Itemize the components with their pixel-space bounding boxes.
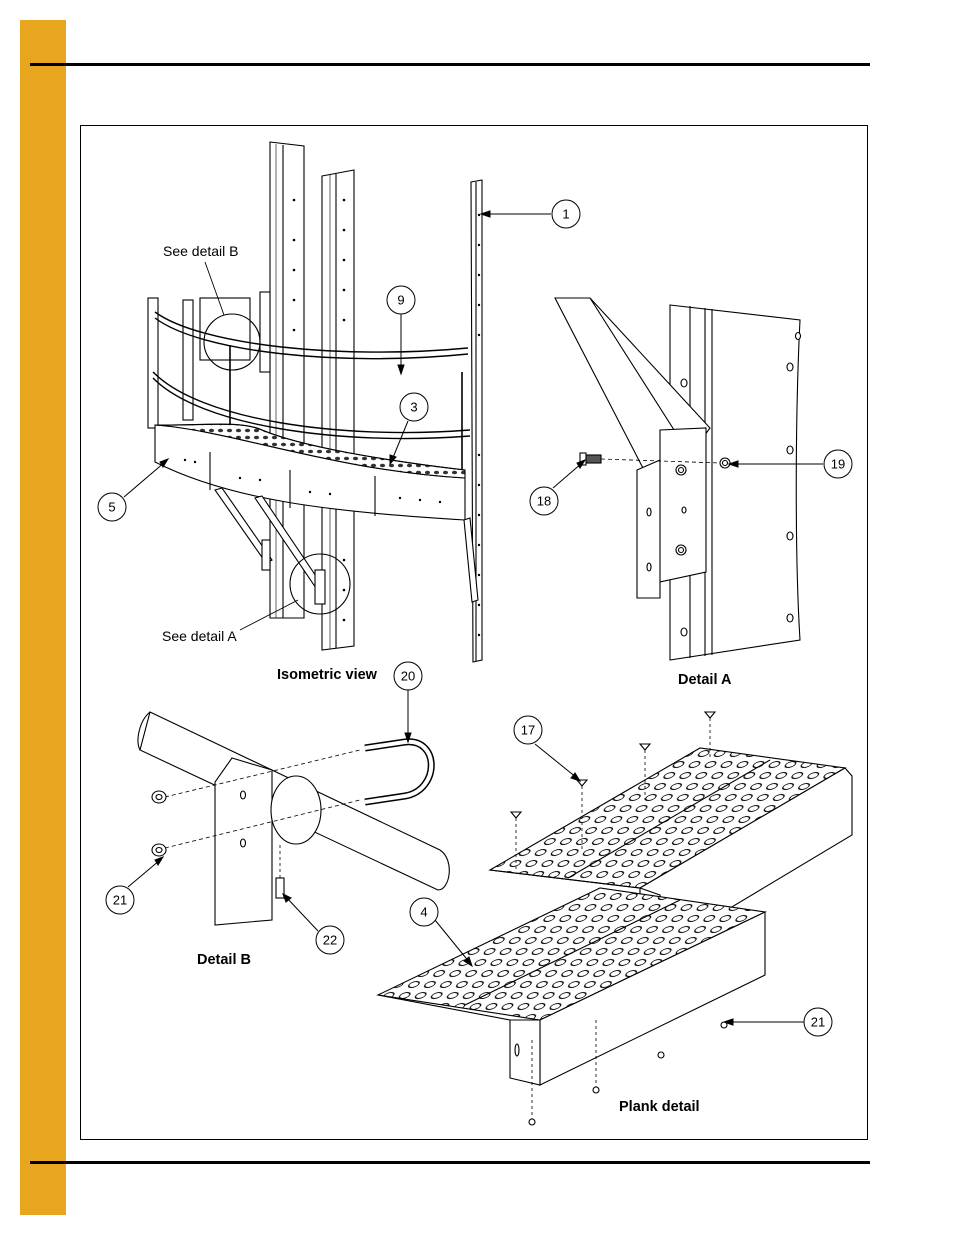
callout-3: 3 — [399, 392, 429, 422]
callout-9: 9 — [386, 285, 416, 315]
plank-lower — [376, 887, 767, 1086]
callout-4: 4 — [409, 897, 439, 927]
bracket-plate — [636, 427, 707, 599]
callout-20-label: 20 — [401, 669, 415, 684]
callout-4-label: 4 — [420, 905, 427, 920]
pipe-section — [270, 775, 322, 845]
nut-icon — [151, 790, 167, 857]
detail-b-title: Detail B — [197, 952, 251, 968]
knee-brace — [214, 487, 326, 605]
plank-detail-view — [376, 711, 853, 1126]
platform-left-bracket — [147, 291, 271, 429]
plank-detail-title: Plank detail — [619, 1099, 700, 1115]
callout-5-label: 5 — [108, 500, 115, 515]
callout-22-label: 22 — [323, 933, 337, 948]
callout-18: 18 — [529, 486, 559, 516]
see-detail-b-label: See detail B — [163, 243, 239, 259]
isometric-view-title: Isometric view — [277, 667, 378, 683]
set-screw-icon — [275, 845, 285, 899]
see-detail-a-label: See detail A — [162, 628, 237, 644]
drawing-frame — [80, 125, 868, 1140]
callout-3-label: 3 — [410, 400, 417, 415]
detail-b-marker — [203, 313, 261, 371]
footer-rule — [30, 1161, 870, 1164]
side-tab — [20, 20, 66, 1215]
nut-icon — [528, 1020, 728, 1126]
detail-a-marker — [289, 553, 351, 615]
handrail-lower — [152, 371, 471, 440]
header-rule — [30, 63, 870, 66]
callout-5: 5 — [97, 492, 127, 522]
screw-icon — [509, 711, 717, 870]
detail-a-view — [554, 297, 802, 661]
callout-21-label: 21 — [113, 893, 127, 908]
callout-19-label: 19 — [831, 457, 845, 472]
handrail-upper — [154, 311, 469, 360]
callout-1-label: 1 — [562, 207, 569, 222]
side-brace — [463, 517, 479, 603]
u-bolt-icon — [364, 738, 435, 806]
callout-20: 20 — [393, 661, 423, 691]
callout-9-label: 9 — [397, 293, 404, 308]
detail-b-view — [137, 711, 450, 926]
callout-18-label: 18 — [537, 494, 551, 509]
silo-column-middle — [292, 169, 355, 651]
isometric-view — [147, 141, 483, 663]
callout-1: 1 — [551, 199, 581, 229]
callout-17-label: 17 — [521, 723, 535, 738]
callout-17: 17 — [513, 715, 543, 745]
callout-21-plank: 21 — [803, 1007, 833, 1037]
silo-column-left — [269, 141, 305, 619]
callout-21-detail-b: 21 — [105, 885, 135, 915]
callout-19: 19 — [823, 449, 853, 479]
platform-deck — [154, 423, 466, 521]
callout-22: 22 — [315, 925, 345, 955]
callout-21-label: 21 — [811, 1015, 825, 1030]
nut-icon — [719, 457, 731, 469]
detail-a-title: Detail A — [678, 672, 732, 688]
